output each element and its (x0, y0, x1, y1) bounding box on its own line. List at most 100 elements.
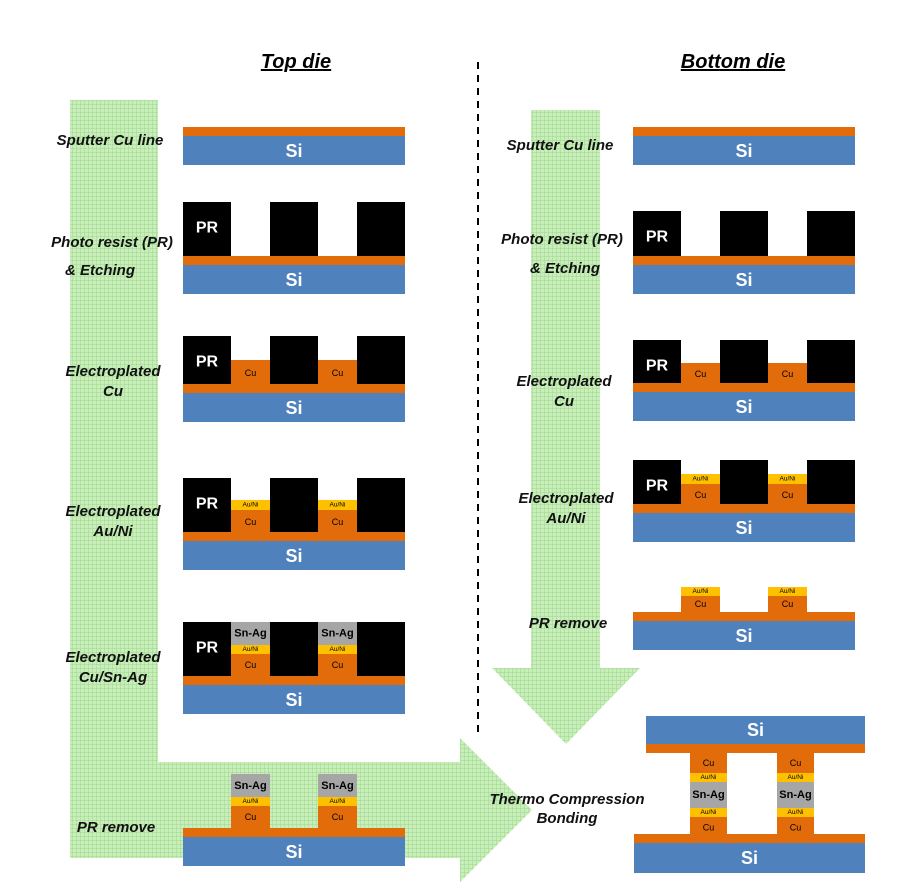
si-label: Si (285, 546, 302, 566)
au-ni-label: Au/Ni (693, 476, 709, 483)
cu-seed-layer (183, 384, 405, 393)
electroplated-cu (681, 363, 720, 383)
bottom-step-pr-remove: PR remove (529, 615, 607, 632)
photoresist-block (720, 211, 768, 256)
sn-ag-solder (231, 774, 270, 797)
photoresist-block (807, 211, 855, 256)
cu-pillar-top (690, 753, 727, 773)
si-substrate (183, 541, 405, 570)
cu-label: Cu (782, 369, 794, 379)
au-ni-label: Au/Ni (780, 588, 796, 595)
si-substrate (183, 685, 405, 714)
photoresist-block (807, 460, 855, 504)
cu-label: Cu (695, 599, 707, 609)
photoresist-block (270, 478, 318, 532)
au-ni-label: Au/Ni (780, 476, 796, 483)
top-step-pr-remove: PR remove (77, 819, 155, 836)
si-label: Si (285, 141, 302, 161)
si-label: Si (747, 720, 764, 740)
au-ni-label: Au/Ni (788, 809, 804, 816)
pr-label: PR (646, 478, 669, 495)
au-ni-label: Au/Ni (693, 588, 709, 595)
photoresist-block (807, 340, 855, 383)
top-step-photoresist-l2: & Etching (65, 262, 135, 279)
electroplated-cu (768, 484, 807, 504)
bottom-step-photoresist-l1: Photo resist (PR) (501, 231, 623, 248)
au-ni-layer (690, 808, 727, 817)
top-step-snag-l2: Cu/Sn-Ag (79, 669, 147, 686)
cu-seed-layer (633, 256, 855, 265)
si-substrate (633, 621, 855, 650)
electroplated-cu (768, 363, 807, 383)
cu-seed-layer (633, 504, 855, 513)
cu-seed-layer (633, 383, 855, 392)
cu-label: Cu (782, 599, 794, 609)
electroplated-cu (681, 484, 720, 504)
sn-ag-label: Sn-Ag (779, 789, 811, 801)
au-ni-layer (768, 474, 807, 484)
au-ni-label: Au/Ni (243, 646, 259, 653)
cu-label: Cu (332, 812, 344, 822)
cu-pillar (318, 806, 357, 828)
cu-pillar-bottom (777, 817, 814, 838)
electroplated-cu (231, 510, 270, 532)
si-label: Si (735, 397, 752, 417)
electroplated-cu (318, 360, 357, 384)
electroplated-cu (318, 510, 357, 532)
cu-seed-layer (183, 828, 405, 837)
cu-label: Cu (245, 517, 257, 527)
top-step-auni-l1: Electroplated (65, 503, 161, 520)
photoresist-block (633, 460, 681, 504)
sn-ag-label: Sn-Ag (321, 780, 353, 792)
sn-ag-label: Sn-Ag (692, 789, 724, 801)
photoresist-block (633, 211, 681, 256)
top-die-flow-arrow (70, 100, 532, 882)
photoresist-block (183, 336, 231, 384)
cu-seed-layer (183, 676, 405, 685)
au-ni-layer (777, 808, 814, 817)
bonding-label-l2: Bonding (537, 810, 598, 827)
si-substrate-bottom (634, 843, 865, 873)
cu-seed-layer (183, 532, 405, 541)
sn-ag-label: Sn-Ag (234, 628, 266, 640)
sn-ag-solder (318, 622, 357, 645)
cu-label: Cu (782, 490, 794, 500)
photoresist-block (183, 622, 231, 676)
si-substrate (183, 837, 405, 866)
pr-label: PR (196, 354, 219, 371)
pr-label: PR (646, 358, 669, 375)
si-label: Si (735, 518, 752, 538)
pr-label: PR (646, 229, 669, 246)
photoresist-block (270, 336, 318, 384)
au-ni-label: Au/Ni (788, 774, 804, 781)
au-ni-layer (690, 773, 727, 782)
photoresist-block (357, 202, 405, 256)
sn-ag-label: Sn-Ag (321, 628, 353, 640)
cu-label: Cu (695, 369, 707, 379)
cu-seed-layer (633, 127, 855, 136)
si-label: Si (735, 141, 752, 161)
si-substrate-top (646, 716, 865, 744)
au-ni-layer (681, 474, 720, 484)
si-label: Si (735, 270, 752, 290)
si-substrate (183, 265, 405, 294)
bottom-step-auni-l1: Electroplated (518, 490, 614, 507)
bonding-label-l1: Thermo Compression (489, 791, 644, 808)
sn-ag-solder (777, 782, 814, 808)
top-step-cu-l2: Cu (103, 383, 123, 400)
si-substrate (633, 513, 855, 542)
cu-pillar (231, 806, 270, 828)
cu-label: Cu (245, 660, 257, 670)
bottom-die-header: Bottom die (681, 51, 785, 73)
pr-label: PR (196, 496, 219, 513)
sn-ag-solder (231, 622, 270, 645)
cu-pillar (768, 596, 807, 612)
photoresist-block (183, 202, 231, 256)
au-ni-label: Au/Ni (330, 798, 346, 805)
top-die-header: Top die (261, 51, 331, 73)
si-label: Si (285, 842, 302, 862)
cu-label: Cu (332, 660, 344, 670)
sn-ag-solder (318, 774, 357, 797)
pr-label: PR (196, 640, 219, 657)
